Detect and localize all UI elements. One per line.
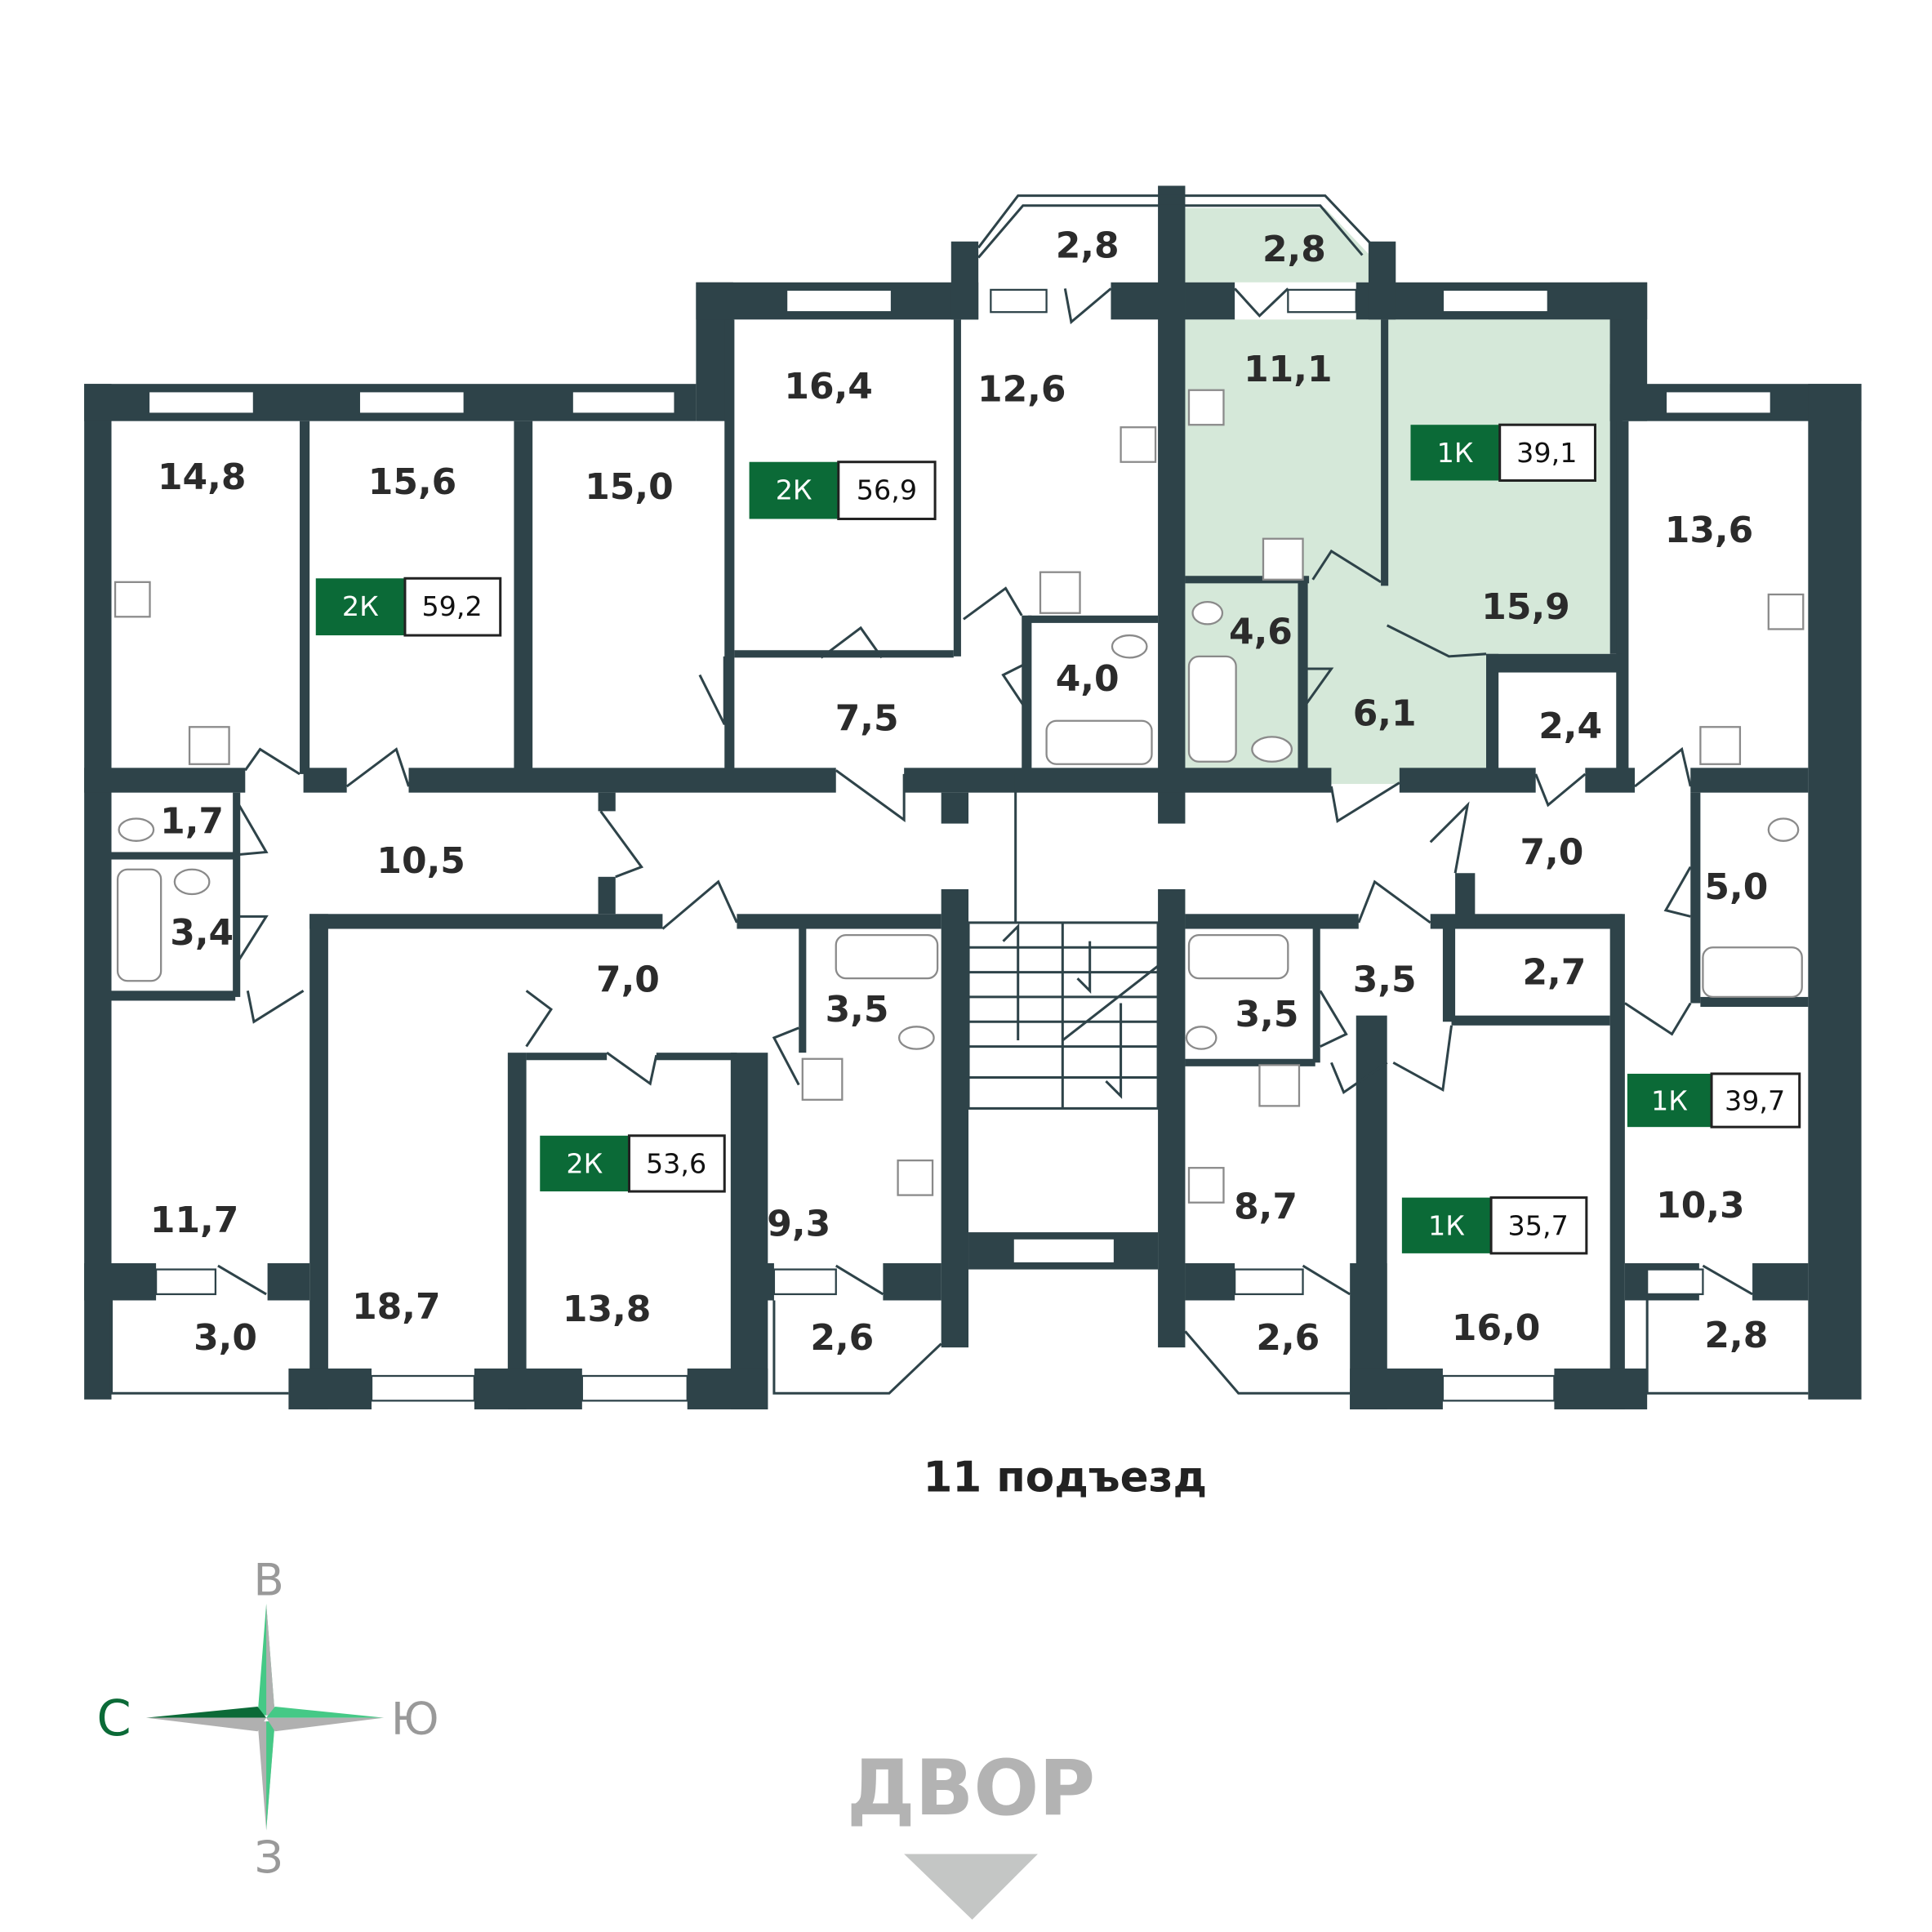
highlighted-apartment-fill	[1185, 207, 1610, 785]
apartment-type: 1К	[1437, 437, 1474, 469]
apartment-type: 2К	[342, 590, 379, 622]
apartment-badge[interactable]: 1К 39,1	[1410, 423, 1596, 482]
room-area: 3,5	[1235, 994, 1299, 1035]
apartment-area: 53,6	[646, 1148, 706, 1180]
room-area: 16,0	[1452, 1307, 1540, 1349]
room-area: 18,7	[352, 1286, 440, 1328]
apartment-type: 2К	[566, 1148, 603, 1180]
compass-west: З	[255, 1831, 283, 1883]
apartment-type: 1К	[1651, 1084, 1688, 1116]
apartment-area: 35,7	[1508, 1210, 1569, 1242]
apartment-badge[interactable]: 1К 35,7	[1401, 1196, 1588, 1255]
walls	[84, 185, 1862, 1409]
apartment-area: 39,7	[1725, 1084, 1785, 1116]
room-labels: 14,8 15,6 15,0 16,4 12,6 2,8 2,8 11,1 15…	[150, 225, 1768, 1359]
room-area: 15,6	[368, 461, 456, 503]
room-area: 7,0	[1520, 832, 1583, 874]
compass-north: С	[96, 1690, 131, 1747]
balcony-outlines	[109, 194, 1809, 1395]
apartment-badge[interactable]: 2К 56,9	[749, 461, 937, 520]
room-area: 11,1	[1244, 349, 1332, 390]
room-area: 16,4	[784, 366, 872, 407]
apartment-area: 56,9	[857, 474, 917, 506]
room-area: 11,7	[150, 1200, 238, 1241]
apartment-badge[interactable]: 2К 53,6	[540, 1134, 726, 1193]
doors	[217, 287, 1753, 1296]
compass: С Ю В З	[96, 1553, 438, 1883]
room-area: 3,0	[194, 1317, 257, 1359]
room-area: 3,5	[1353, 959, 1417, 1001]
room-area: 13,6	[1665, 510, 1753, 551]
windows	[147, 288, 1772, 1402]
apartment-type: 1К	[1428, 1210, 1465, 1242]
compass-east: В	[253, 1553, 283, 1605]
room-area: 3,4	[170, 912, 234, 954]
room-area: 10,3	[1656, 1185, 1744, 1226]
compass-south: Ю	[391, 1692, 439, 1744]
room-area: 4,0	[1056, 658, 1120, 700]
room-area: 6,1	[1353, 693, 1417, 735]
yard-arrow-icon	[904, 1854, 1038, 1920]
room-area: 2,4	[1538, 706, 1602, 747]
room-area: 5,0	[1704, 866, 1768, 908]
apartment-area: 39,1	[1516, 437, 1577, 469]
room-area: 9,3	[767, 1204, 830, 1245]
yard-label: ДВОР	[847, 1744, 1095, 1833]
room-area: 2,8	[1262, 229, 1326, 270]
stairs	[967, 921, 1160, 1110]
fixtures	[114, 389, 1805, 1204]
room-area: 14,8	[158, 456, 246, 498]
apartment-badge[interactable]: 2К 59,2	[315, 576, 502, 637]
room-area: 2,8	[1704, 1315, 1768, 1356]
apartment-type: 2К	[776, 474, 812, 506]
room-area: 2,8	[1056, 225, 1120, 266]
room-area: 2,7	[1522, 952, 1586, 994]
room-area: 7,0	[596, 959, 660, 1001]
room-area: 3,5	[826, 989, 889, 1031]
room-area: 10,5	[376, 840, 465, 882]
entrance-label: 11 подъезд	[924, 1453, 1208, 1502]
room-area: 15,9	[1481, 586, 1569, 628]
apartment-area: 59,2	[421, 590, 482, 622]
room-area: 7,5	[835, 698, 899, 740]
room-area: 2,6	[1256, 1317, 1320, 1359]
room-area: 8,7	[1234, 1186, 1298, 1227]
room-area: 15,0	[585, 466, 673, 508]
room-area: 1,7	[160, 801, 224, 843]
room-area: 12,6	[977, 368, 1066, 410]
room-area: 2,6	[810, 1317, 874, 1359]
apartment-badge[interactable]: 1К 39,7	[1627, 1072, 1801, 1128]
room-area: 13,8	[563, 1289, 651, 1330]
room-area: 4,6	[1229, 612, 1293, 653]
